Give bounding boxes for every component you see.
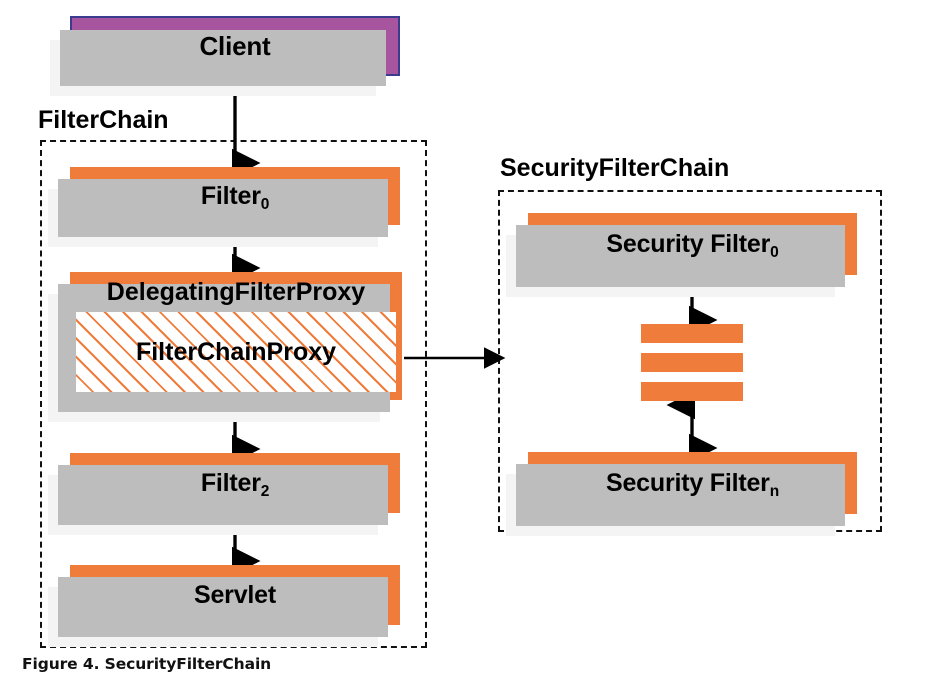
security-filter-0-label: Security Filter0 bbox=[606, 229, 779, 261]
delegating-filter-proxy-label: DelegatingFilterProxy bbox=[106, 277, 366, 306]
filter-2-label: Filter2 bbox=[200, 468, 270, 500]
security-filter-ellipsis-bar-2 bbox=[641, 353, 743, 372]
filter-chain-proxy-label: FilterChainProxy bbox=[135, 337, 337, 366]
security-filter-n-label: Security Filtern bbox=[605, 468, 779, 500]
delegating-filter-proxy-box: DelegatingFilterProxy FilterChainProxy bbox=[48, 272, 402, 422]
security-filter-chain-group-label: SecurityFilterChain bbox=[497, 156, 733, 181]
security-filter-n-box: Security Filtern bbox=[506, 452, 857, 536]
client-box: Client bbox=[50, 16, 400, 96]
filter-chain-proxy-box: FilterChainProxy bbox=[76, 312, 396, 392]
filter-chain-group-label: FilterChain bbox=[35, 108, 172, 133]
filter-0-box: Filter0 bbox=[48, 167, 400, 247]
security-filter-n-subscript: n bbox=[769, 482, 779, 500]
filter-2-subscript: 2 bbox=[260, 482, 270, 500]
filter-2-box: Filter2 bbox=[48, 453, 400, 535]
client-label: Client bbox=[199, 30, 271, 61]
filter-0-label: Filter0 bbox=[200, 181, 270, 213]
security-filter-0-subscript: 0 bbox=[770, 243, 779, 261]
filter-0-subscript: 0 bbox=[260, 195, 270, 213]
security-filter-0-box: Security Filter0 bbox=[506, 213, 857, 297]
servlet-label: Servlet bbox=[194, 580, 276, 609]
servlet-box: Servlet bbox=[48, 565, 400, 647]
security-filter-ellipsis-bar-1 bbox=[641, 324, 743, 343]
figure-caption: Figure 4. SecurityFilterChain bbox=[22, 655, 272, 673]
security-filter-ellipsis-bar-3 bbox=[641, 382, 743, 401]
